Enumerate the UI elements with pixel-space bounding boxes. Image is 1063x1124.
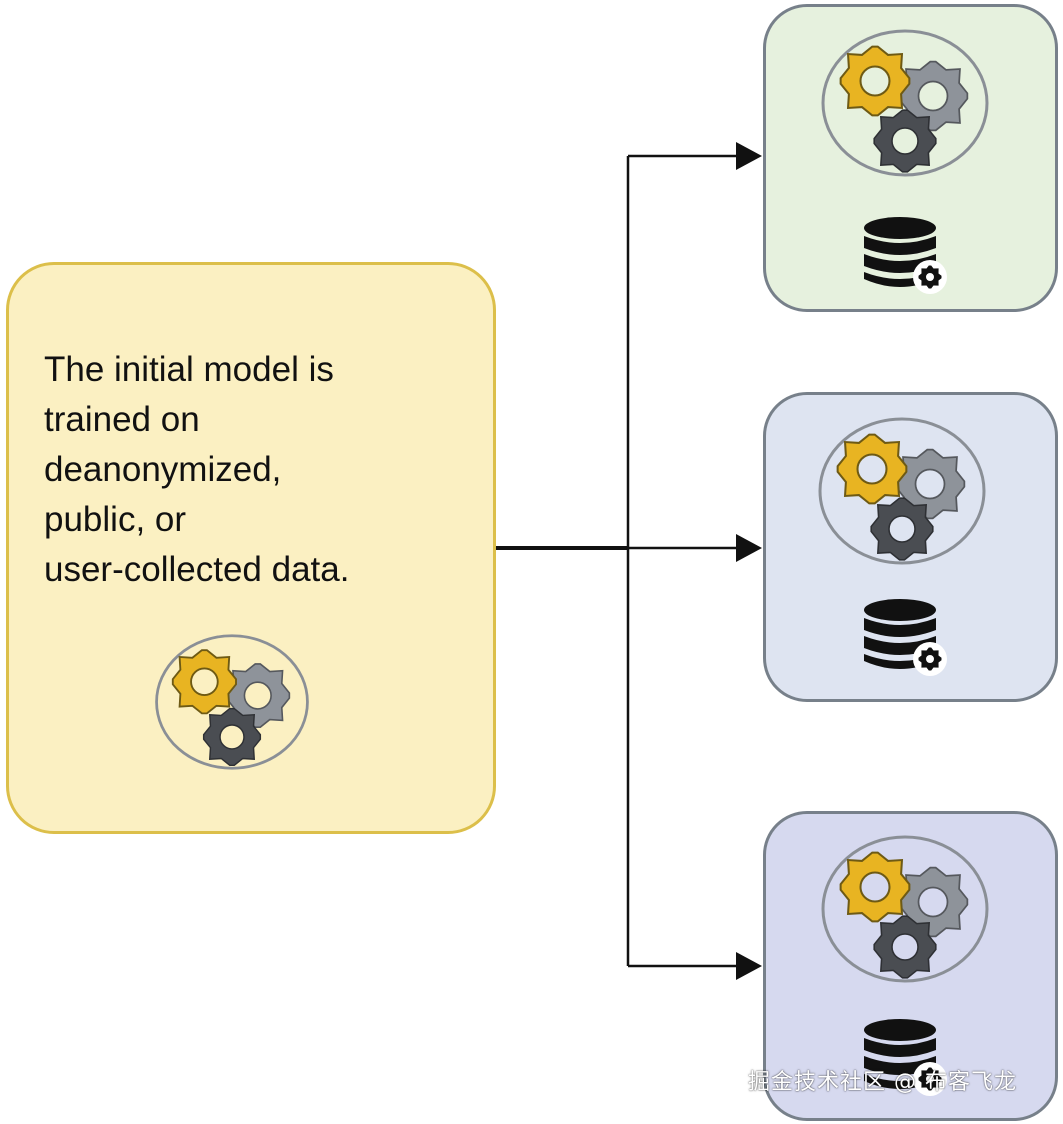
description-line: public, or: [44, 500, 187, 539]
arrowhead-2: [736, 534, 762, 562]
arrowhead-1: [736, 142, 762, 170]
initial-model-description: The initial model is trained on deanonym…: [44, 345, 484, 595]
gears-icon: [157, 636, 308, 768]
gears-icon: [820, 419, 984, 563]
description-line: deanonymized,: [44, 450, 282, 489]
gears-icon: [823, 837, 987, 981]
description-line: The initial model is: [44, 350, 334, 389]
database-gear-icon: [864, 217, 947, 294]
watermark: 掘金技术社区 @ 布客飞龙: [748, 1070, 1017, 1095]
database-gear-icon: [864, 599, 947, 676]
gears-icon: [823, 31, 987, 175]
description-line: trained on: [44, 400, 200, 439]
arrowhead-3: [736, 952, 762, 980]
description-line: user-collected data.: [44, 550, 350, 589]
